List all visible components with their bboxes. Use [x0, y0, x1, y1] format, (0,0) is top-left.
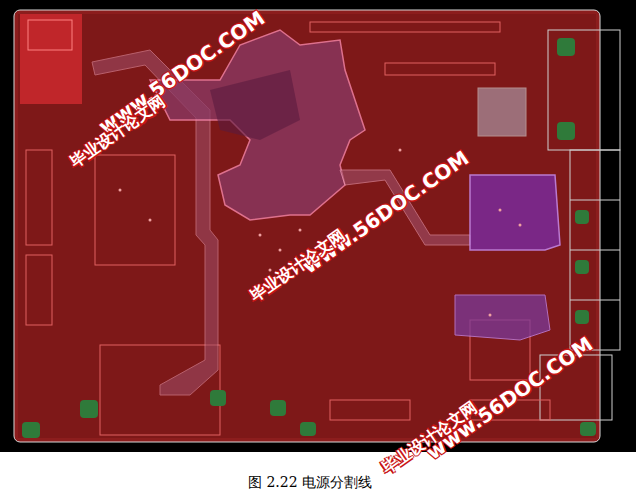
figure-caption: 图 2.22 电源分割线 — [248, 474, 372, 492]
